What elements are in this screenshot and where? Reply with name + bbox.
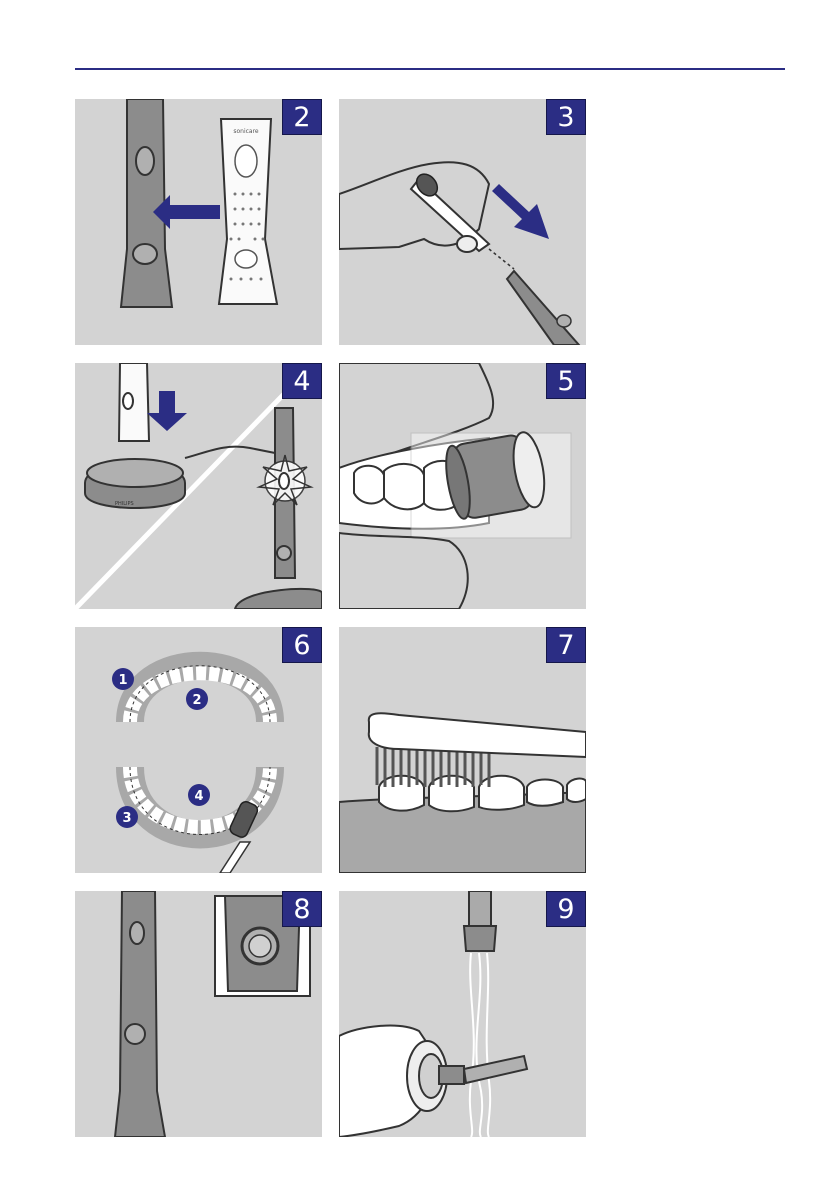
step-number-badge: 7 bbox=[546, 627, 586, 663]
brushing-teeth-illustration bbox=[339, 363, 586, 609]
header-rule bbox=[75, 68, 785, 70]
zone-label-4: 4 bbox=[194, 789, 203, 804]
step-number-badge: 2 bbox=[282, 99, 322, 135]
attach-brush-head-illustration bbox=[339, 99, 586, 345]
illustration-step-2: sonicare 2 bbox=[75, 99, 322, 345]
step-number-badge: 4 bbox=[282, 363, 322, 399]
arrow-down-icon bbox=[147, 391, 187, 431]
zone-label-3: 3 bbox=[122, 811, 131, 826]
illustration-step-9: 9 bbox=[339, 891, 586, 1137]
illustration-step-3: 3 bbox=[339, 99, 586, 345]
step-number-badge: 5 bbox=[546, 363, 586, 399]
zone-label-2: 2 bbox=[192, 693, 201, 708]
step-number-badge: 3 bbox=[546, 99, 586, 135]
illustration-step-4: PHILIPS 4 bbox=[75, 363, 322, 609]
mode-button-illustration bbox=[75, 891, 322, 1137]
brushing-zones-illustration: 1 2 3 4 bbox=[75, 627, 322, 873]
illustration-step-5: 5 bbox=[339, 363, 586, 609]
sleeve-logo-text: sonicare bbox=[233, 128, 259, 135]
charger-brand-text: PHILIPS bbox=[115, 501, 134, 507]
step-number-badge: 6 bbox=[282, 627, 322, 663]
charging-illustration: PHILIPS bbox=[75, 363, 322, 609]
handle-and-sleeve-illustration: sonicare bbox=[75, 99, 322, 345]
illustration-step-7: 7 bbox=[339, 627, 586, 873]
illustration-step-8: 8 bbox=[75, 891, 322, 1137]
step-number-badge: 8 bbox=[282, 891, 322, 927]
zone-label-1: 1 bbox=[118, 673, 127, 688]
rinse-brush-head-illustration bbox=[339, 891, 586, 1137]
brush-on-gumline-illustration bbox=[339, 627, 586, 873]
arrow-down-right-icon bbox=[492, 184, 549, 239]
step-number-badge: 9 bbox=[546, 891, 586, 927]
illustration-step-6: 1 2 3 4 6 bbox=[75, 627, 322, 873]
